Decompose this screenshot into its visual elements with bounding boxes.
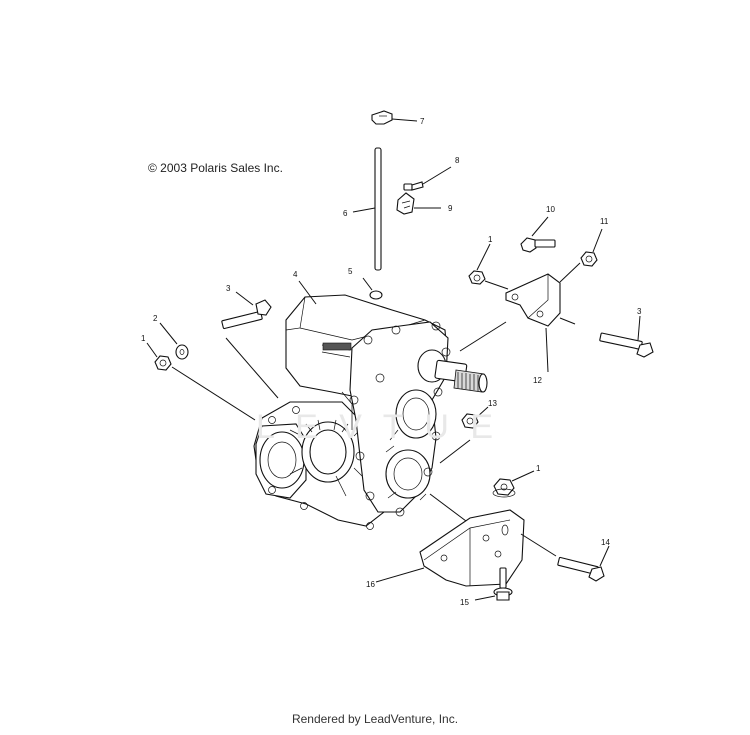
callout-16: 16 <box>366 580 375 589</box>
callout-15: 15 <box>460 598 469 607</box>
callout-13: 13 <box>488 399 497 408</box>
part-11-nut <box>580 228 603 267</box>
callout-6: 6 <box>343 209 348 218</box>
callout-labels: 7 8 6 9 10 11 1 5 4 3 3 2 1 12 13 1 14 1… <box>141 117 642 607</box>
callout-2: 2 <box>153 314 158 323</box>
part-3-bolt-right <box>599 315 654 358</box>
callout-11: 11 <box>600 217 609 226</box>
copyright-notice: © 2003 Polaris Sales Inc. <box>148 161 283 175</box>
callout-3-right: 3 <box>637 307 642 316</box>
callout-5: 5 <box>348 267 353 276</box>
callout-1-left: 1 <box>141 334 146 343</box>
callout-7: 7 <box>420 117 425 126</box>
part-3-bolt-left <box>221 291 279 399</box>
callout-1-lower: 1 <box>536 464 541 473</box>
part-16-bracket <box>375 509 557 587</box>
part-1-nut-left <box>146 342 256 421</box>
callout-12: 12 <box>533 376 542 385</box>
part-12-bracket <box>459 262 581 373</box>
part-1-nut-lower <box>429 470 535 525</box>
part-8-screw <box>403 166 452 191</box>
part-2-washer <box>159 322 189 360</box>
part-15-bolt <box>474 567 513 601</box>
part-10-bolt <box>520 216 556 253</box>
part-5-clip <box>362 277 383 300</box>
callout-8: 8 <box>455 156 460 165</box>
part-9-plate <box>396 192 441 215</box>
callout-3-left: 3 <box>226 284 231 293</box>
part-4-transmission <box>253 280 488 530</box>
callout-14: 14 <box>601 538 610 547</box>
part-13-nut <box>439 406 489 464</box>
callout-9: 9 <box>448 204 453 213</box>
part-1-nut-top <box>468 243 509 290</box>
part-14-bolt <box>557 545 610 582</box>
callout-1-top: 1 <box>488 235 493 244</box>
callout-4: 4 <box>293 270 298 279</box>
callout-10: 10 <box>546 205 555 214</box>
watermark-text: L E V T U E <box>256 408 499 446</box>
part-6-rod <box>352 147 382 271</box>
footer-credit: Rendered by LeadVenture, Inc. <box>291 712 459 726</box>
part-7-clip <box>371 110 418 125</box>
